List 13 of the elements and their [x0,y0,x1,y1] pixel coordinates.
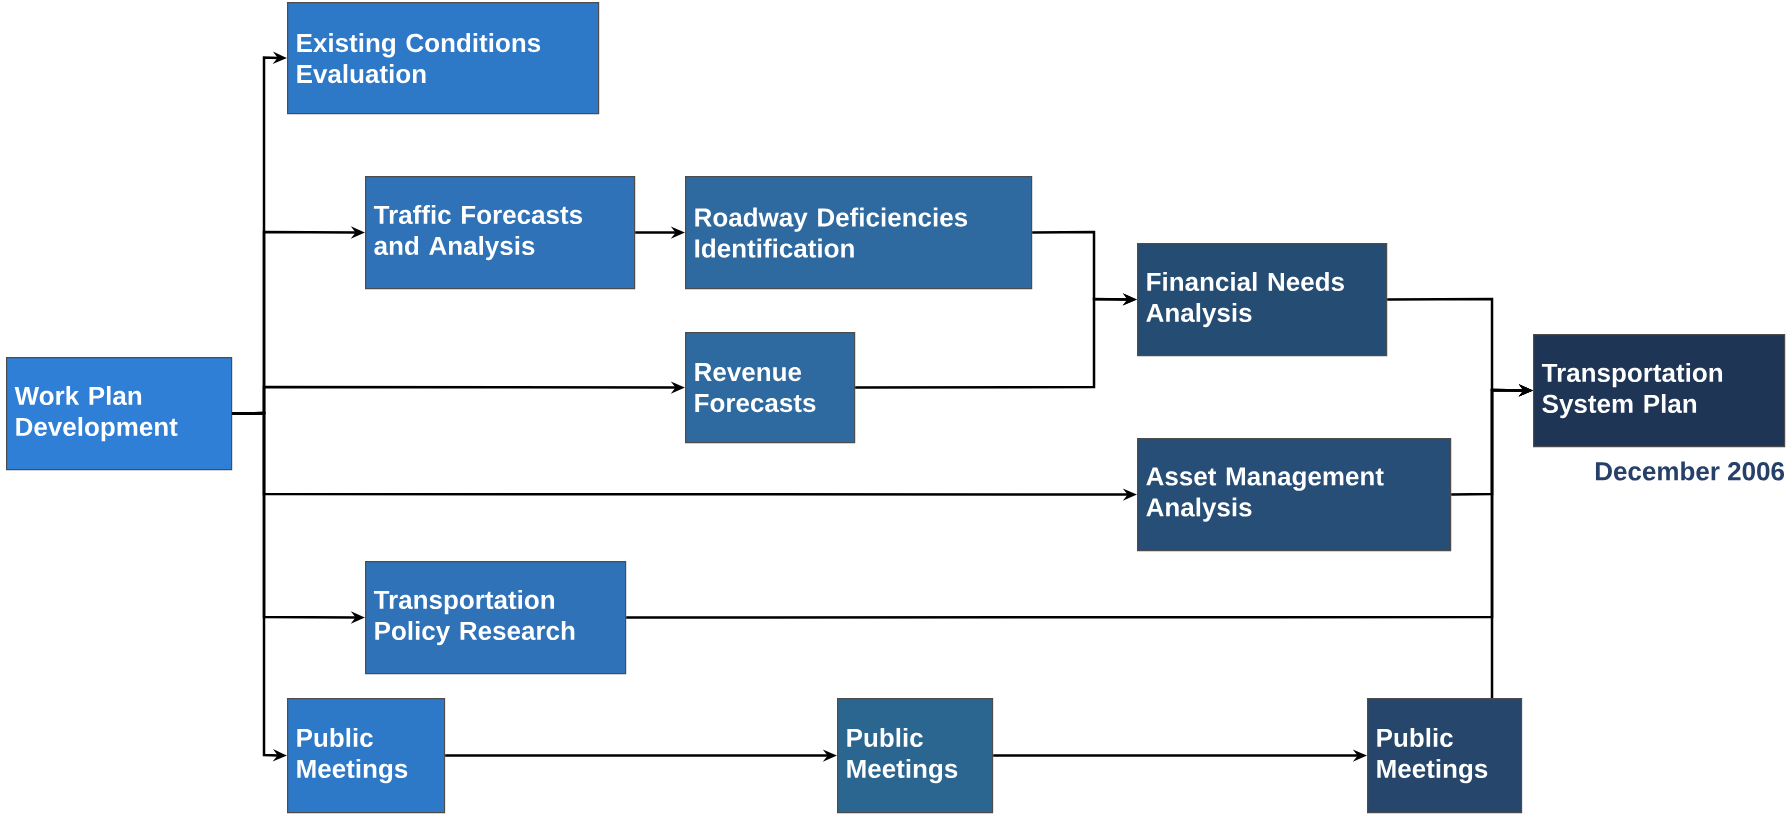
process-box: Existing Conditions Evaluation [287,2,600,115]
process-box: Roadway Deficiencies Identification [685,176,1033,290]
process-box: Work Plan Development [6,357,233,471]
process-box: Traffic Forecasts and Analysis [365,176,636,290]
process-box: Asset Management Analysis [1137,438,1452,552]
process-box: Public Meetings [1367,698,1523,814]
date-caption: December 2006 [1595,461,1784,481]
process-box: Financial Needs Analysis [1137,243,1388,357]
process-box: Public Meetings [837,698,994,814]
process-box: Transportation System Plan [1533,334,1786,448]
process-box: Revenue Forecasts [685,332,856,444]
process-box: Transportation Policy Research [365,561,627,675]
process-box: Public Meetings [287,698,446,814]
